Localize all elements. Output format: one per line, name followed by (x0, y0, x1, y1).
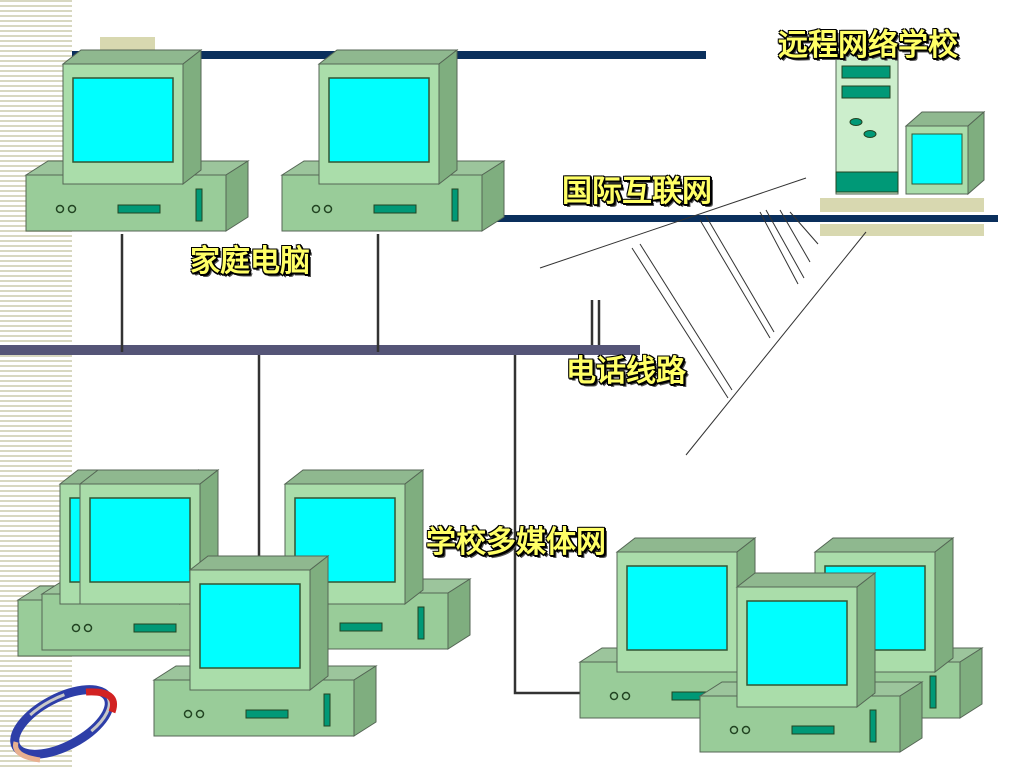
internet-bus-beige (820, 198, 984, 212)
internet-link-lines (539, 177, 867, 456)
phone-line-label: 电话线路 (566, 354, 686, 389)
remote-school-computer (835, 47, 986, 196)
campus-cluster-right (579, 537, 983, 753)
campus-cluster-left (17, 469, 471, 737)
internet-label: 国际互联网 (562, 174, 712, 209)
home-computer-1 (25, 49, 249, 232)
remote-school-label: 远程网络学校 (778, 28, 958, 63)
internet-bus-lower-beige (820, 224, 984, 236)
phone-line-bus (0, 345, 640, 355)
swirl-logo (10, 685, 117, 763)
bus-connectors (120, 234, 601, 695)
internet-bus (470, 215, 998, 222)
campus-network-label: 学校多媒体网 (426, 525, 606, 560)
home-computer-label: 家庭电脑 (190, 244, 310, 279)
home-computer-2 (281, 49, 505, 232)
